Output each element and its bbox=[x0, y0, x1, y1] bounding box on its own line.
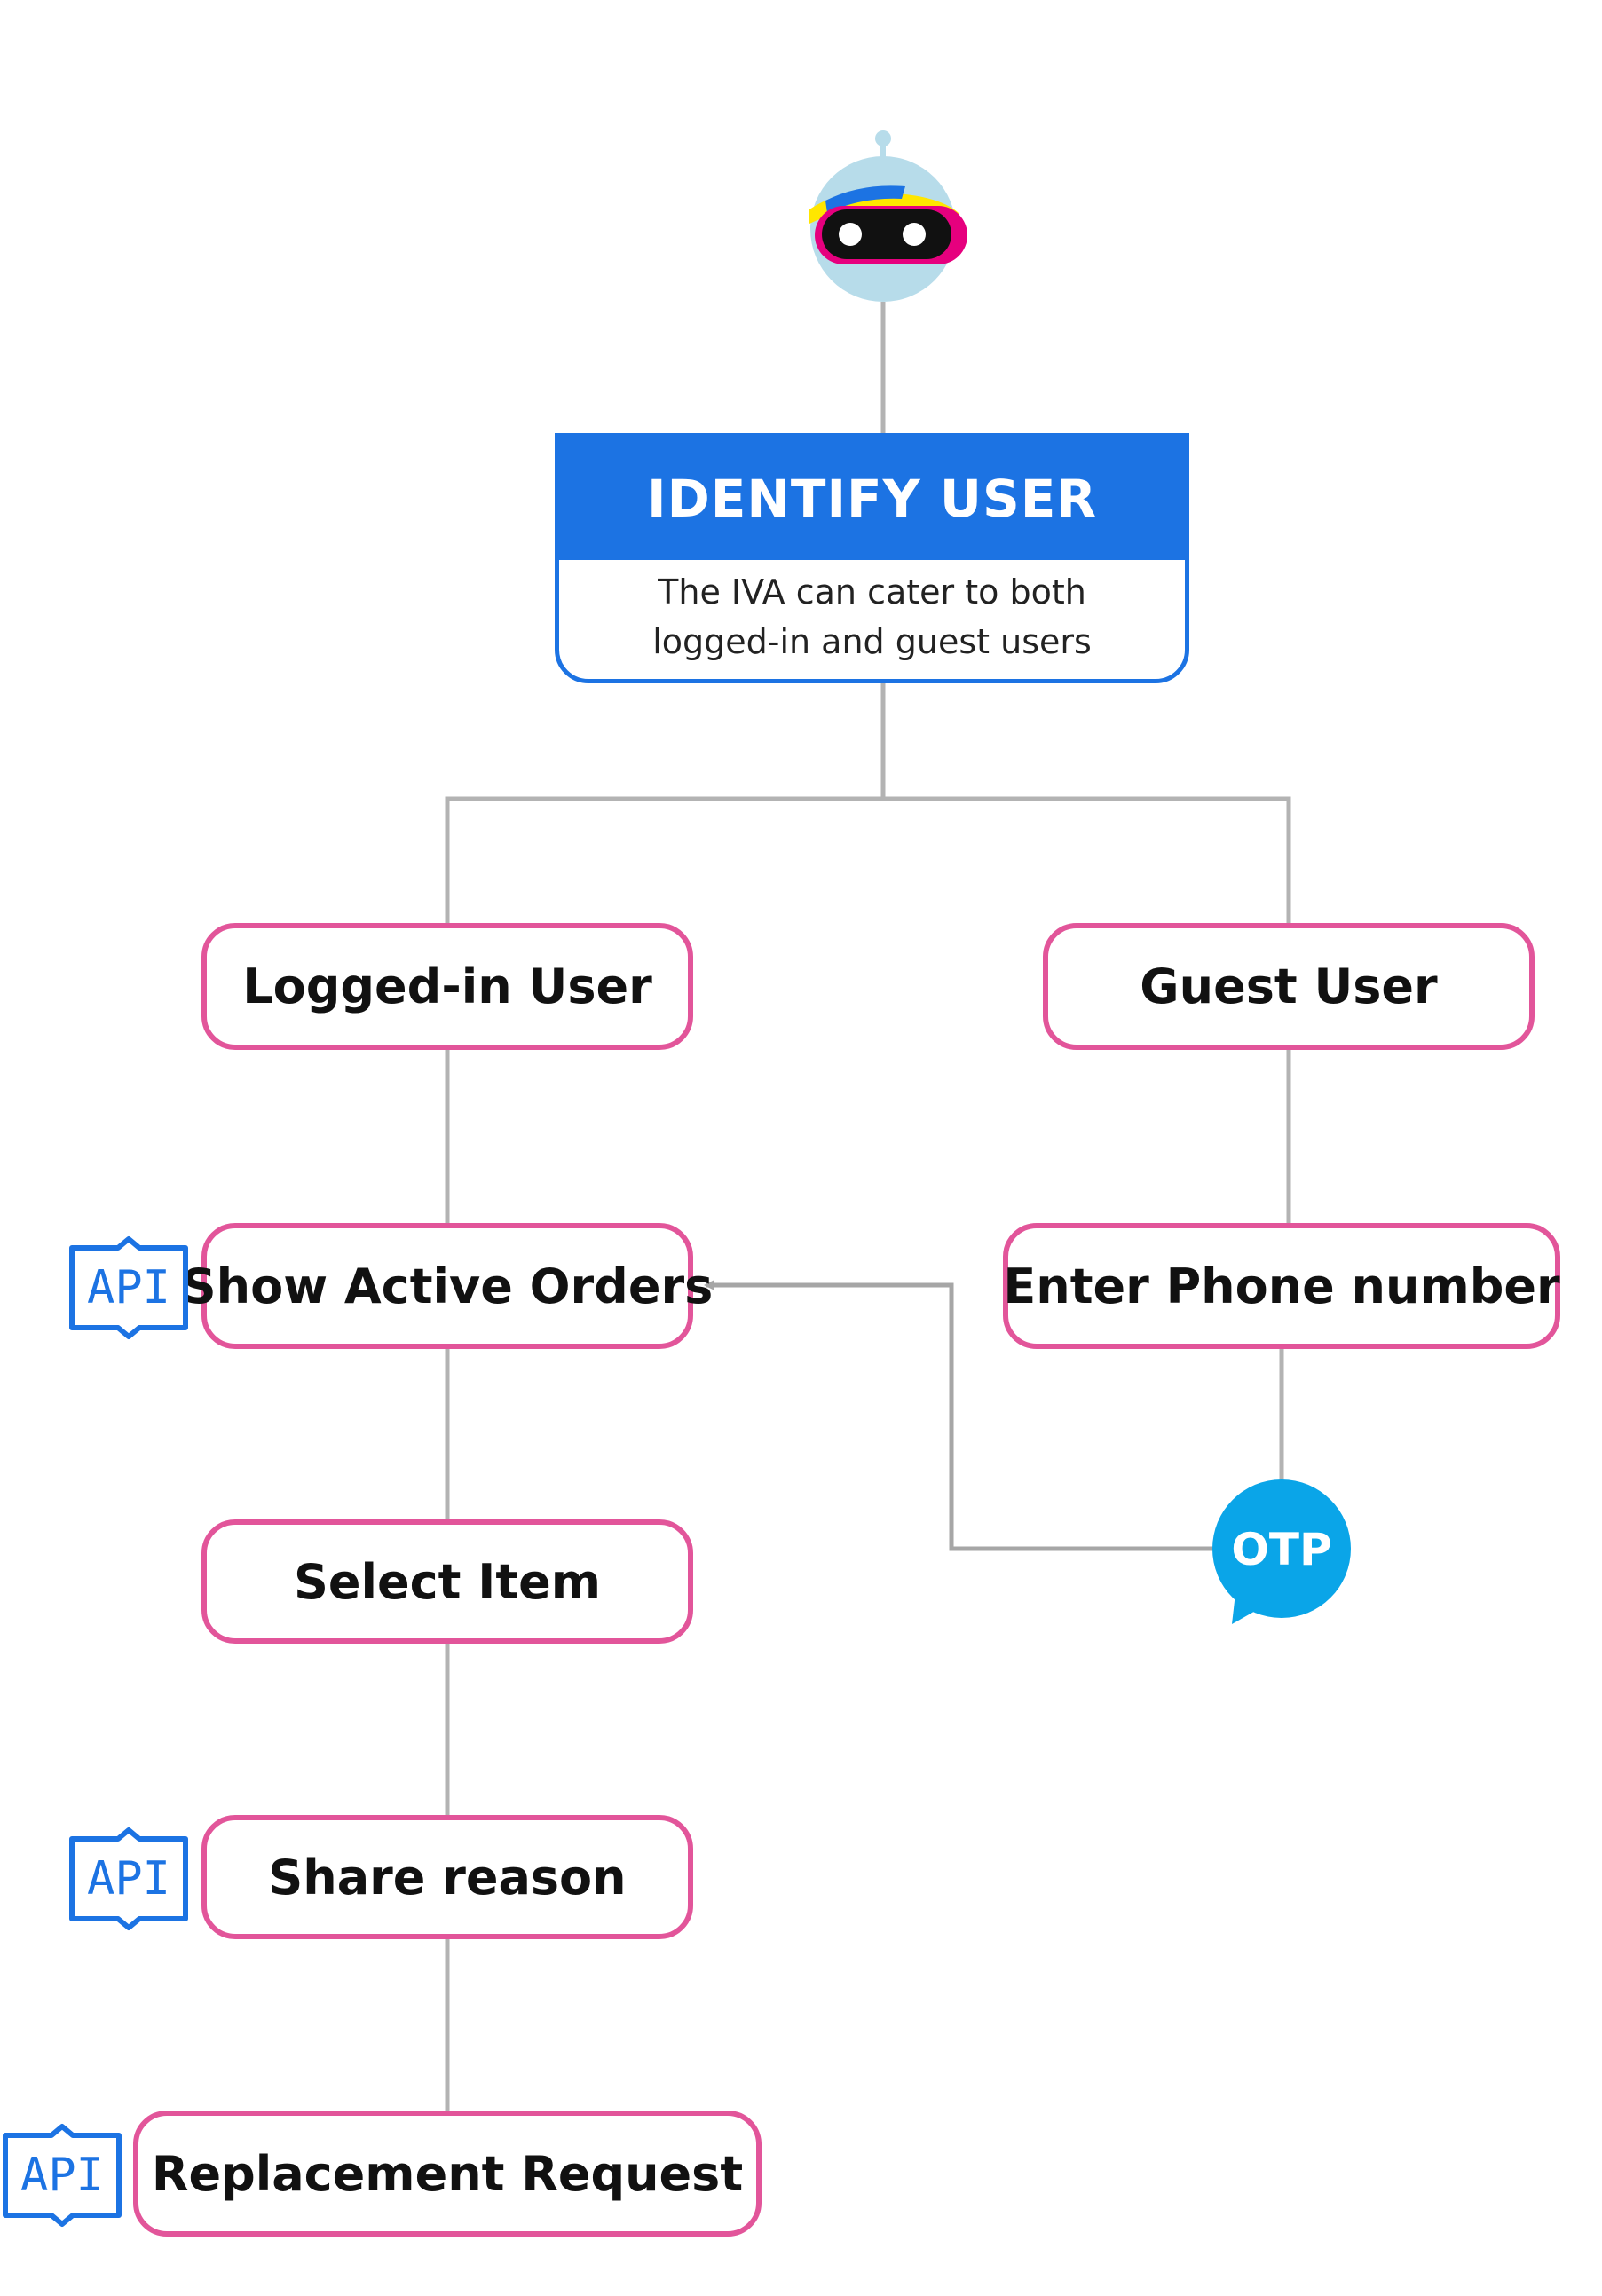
node-logged-in-user: Logged-in User bbox=[201, 923, 693, 1050]
node-share-reason: Share reason bbox=[201, 1815, 693, 1939]
connector-otp-to-orders-arrow bbox=[704, 1280, 1214, 1551]
node-guest-user: Guest User bbox=[1043, 923, 1535, 1050]
robot-avatar-icon bbox=[809, 130, 967, 302]
api-badge-label: API bbox=[87, 1261, 170, 1314]
node-show-active-orders: Show Active Orders bbox=[182, 1223, 713, 1349]
otp-speech-bubble-icon: OTP bbox=[1212, 1479, 1351, 1624]
api-badge-icon: API bbox=[69, 1827, 188, 1930]
node-replacement-request: Replacement Request bbox=[133, 2111, 762, 2237]
api-badge-icon: API bbox=[69, 1236, 188, 1339]
identify-user-card: IDENTIFY USER The IVA can cater to both … bbox=[555, 433, 1189, 683]
api-badge-label: API bbox=[87, 1852, 170, 1905]
node-select-item: Select Item bbox=[201, 1519, 693, 1644]
otp-label: OTP bbox=[1231, 1524, 1331, 1575]
connector-branch bbox=[445, 796, 1291, 923]
api-badge-icon: API bbox=[3, 2124, 122, 2227]
api-badge-label: API bbox=[20, 2149, 104, 2202]
identify-user-title: IDENTIFY USER bbox=[559, 438, 1185, 560]
identify-user-description: The IVA can cater to both logged-in and … bbox=[652, 572, 1092, 661]
node-enter-phone-number: Enter Phone number bbox=[1003, 1223, 1560, 1349]
